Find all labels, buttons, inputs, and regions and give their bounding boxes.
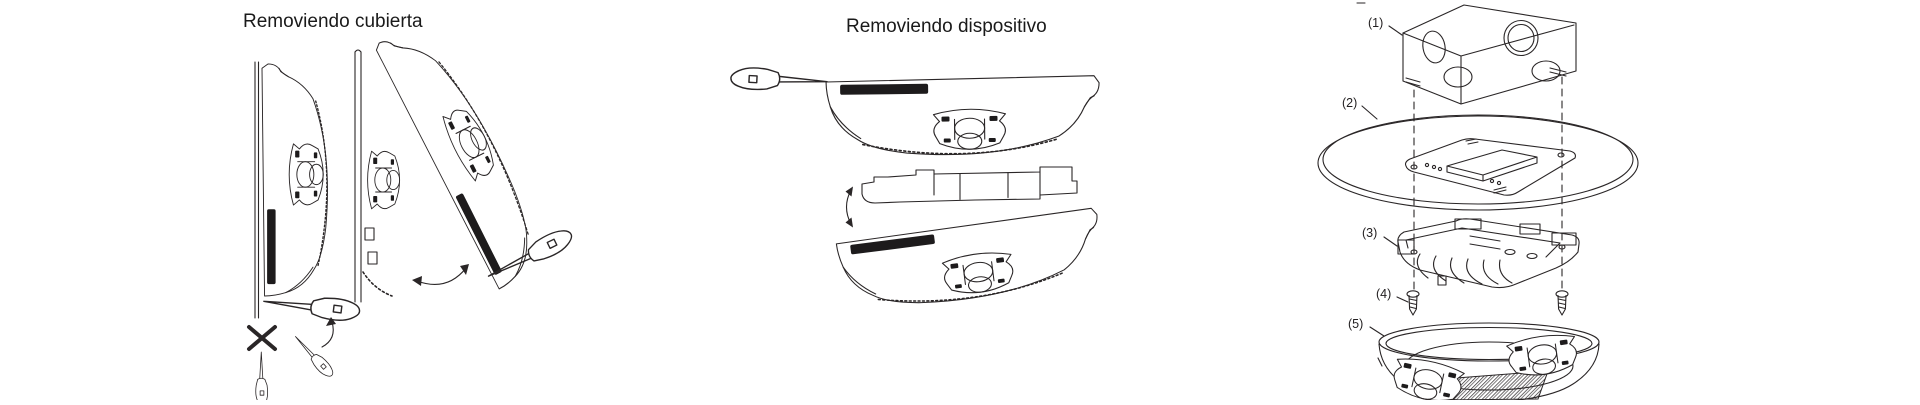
- swing-arrow: [416, 267, 467, 285]
- ceiling-plate-part: [1317, 114, 1639, 211]
- mounting-rail-side-view: [861, 166, 1078, 204]
- detector-side-view-detached: [836, 208, 1105, 315]
- screwdriver-release-icon: [729, 65, 829, 94]
- base-bracket-detail: [367, 150, 401, 210]
- panel-title-removing-cover: Removiendo cubierta: [243, 11, 423, 32]
- mounting-bracket-part: [1397, 218, 1580, 289]
- part-label-2: (2): [1342, 96, 1358, 110]
- screwdriver-incorrect-icon: [255, 351, 269, 405]
- screws-part: [1406, 290, 1569, 316]
- label-leader-lines: [1361, 25, 1409, 337]
- part-label-1: (1): [1368, 16, 1384, 30]
- part-label-5: (5): [1348, 317, 1364, 331]
- base-plate-line: [354, 49, 362, 303]
- detector-cover-swung-open: [374, 18, 552, 290]
- detector-side-view-closed: [262, 64, 328, 296]
- screwdriver-correct-icon: [290, 331, 337, 381]
- panel-title-removing-device: Removiendo dispositivo: [846, 16, 1047, 37]
- junction-box-part: [1402, 4, 1577, 105]
- part-label-3: (3): [1362, 226, 1378, 240]
- figure-removing-device-art: [729, 65, 1105, 315]
- detector-dome-part: [1377, 322, 1600, 405]
- figure-removing-cover-art: [247, 18, 577, 405]
- figure-exploded-view-art: [1317, 2, 1639, 405]
- rotate-arrow: [321, 321, 334, 348]
- detector-side-view-top: [826, 76, 1100, 156]
- wall-surface-line: [254, 61, 260, 319]
- incorrect-x-marker: [247, 325, 277, 351]
- part-label-4: (4): [1376, 287, 1392, 301]
